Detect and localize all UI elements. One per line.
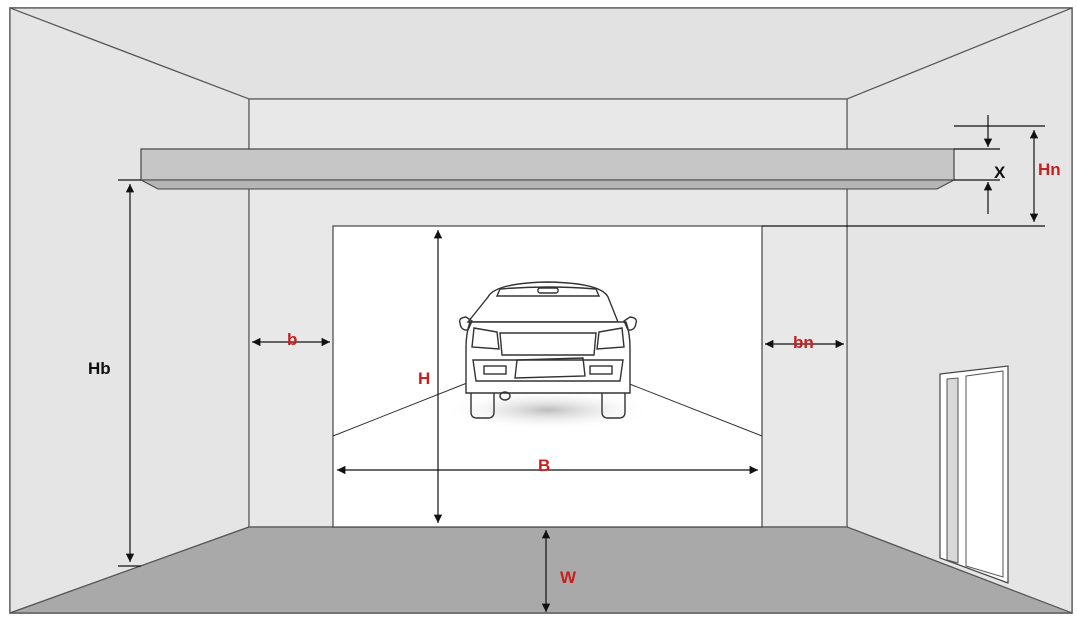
lintel-beam [140, 148, 955, 190]
label-hb: Hb [88, 359, 111, 378]
label-hn: Hn [1038, 160, 1061, 179]
side-door-icon [939, 365, 1009, 584]
label-w: W [560, 568, 577, 587]
dimension-lines [118, 115, 1045, 612]
label-big-b: B [538, 456, 550, 475]
car-rear-icon [458, 281, 638, 419]
label-bn: bn [793, 333, 814, 352]
label-h: H [418, 369, 430, 388]
label-x: X [994, 163, 1006, 182]
dimension-labels: X Hn Hb b bn H B W [88, 160, 1061, 587]
label-b: b [287, 330, 297, 349]
